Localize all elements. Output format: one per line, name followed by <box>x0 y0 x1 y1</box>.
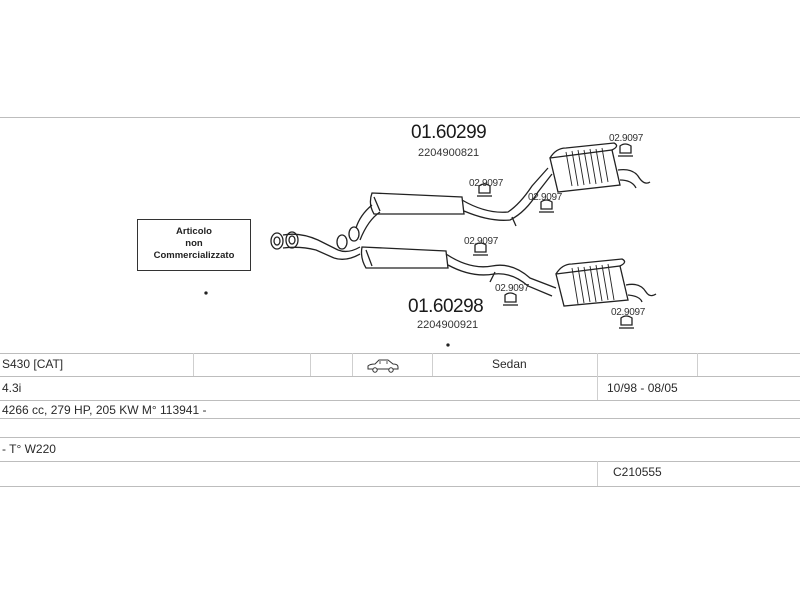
lower-rear-silencer-top <box>555 258 626 275</box>
specs-cell: 4266 cc, 279 HP, 205 KW M° 113941 - <box>2 403 207 417</box>
body-type-cell: Sedan <box>492 357 527 371</box>
divider-4 <box>432 353 433 376</box>
note-line-2: non <box>185 238 203 249</box>
upper-part-number: 01.60299 <box>411 122 487 143</box>
sedan-car-icon <box>367 359 399 373</box>
stray-dot-2 <box>446 343 450 347</box>
upper-rear-silencer-ribs <box>565 147 609 187</box>
clamp-icon-6 <box>619 315 634 329</box>
row-line-1 <box>0 376 800 377</box>
chassis-cell: - T° W220 <box>2 442 56 456</box>
lower-middle-silencer-end <box>365 249 373 267</box>
upper-rear-silencer <box>549 149 621 193</box>
front-pipe <box>282 233 339 259</box>
upper-part-oem: 2204900821 <box>418 147 480 159</box>
hanger-2 <box>489 271 496 283</box>
upper-middle-silencer-end <box>373 196 381 212</box>
years-cell: 10/98 - 08/05 <box>607 381 678 395</box>
not-commercialised-note: Articolo non Commercializzato <box>137 219 251 271</box>
flange-left <box>336 234 348 250</box>
clamp-icon-3 <box>618 143 633 157</box>
lower-rear-silencer <box>555 265 629 307</box>
upper-tailpipe <box>617 168 651 189</box>
lower-link-pipe <box>333 246 361 260</box>
table-top-line <box>0 353 800 354</box>
hanger-1 <box>511 216 517 227</box>
row-line-2 <box>0 400 800 401</box>
frame-top-line <box>0 117 800 118</box>
note-line-1: Articolo <box>176 226 212 237</box>
clamp-label-5: 02.9097 <box>495 283 530 294</box>
clamp-label-2: 02.9097 <box>528 192 563 203</box>
exhaust-diagram <box>204 142 657 347</box>
code-cell: C210555 <box>613 465 662 479</box>
divider-1 <box>193 353 194 376</box>
divider-6 <box>697 353 698 376</box>
stray-dot-1 <box>204 291 208 295</box>
clamp-icon-1 <box>477 183 492 197</box>
lower-middle-silencer <box>360 246 449 269</box>
upper-middle-silencer <box>369 192 465 215</box>
row-line-4 <box>0 437 800 438</box>
model-cell: S430 [CAT] <box>2 357 64 371</box>
clamp-icon-5 <box>503 292 518 306</box>
front-pipe-inlet-left <box>270 232 284 250</box>
divider-5 <box>597 353 598 376</box>
flange-right <box>348 226 360 242</box>
divider-code <box>597 461 598 486</box>
lower-rear-silencer-ribs <box>571 263 615 305</box>
front-pipe-inlet-right-inner <box>288 235 296 245</box>
engine-cell: 4.3i <box>2 381 22 395</box>
lower-part-number: 01.60298 <box>408 296 484 317</box>
clamp-icon-2 <box>539 199 554 213</box>
note-line-3: Commercializzato <box>153 250 235 261</box>
clamp-label-6: 02.9097 <box>611 307 646 318</box>
row-line-3 <box>0 418 800 419</box>
upper-rear-silencer-top <box>549 142 618 159</box>
divider-years <box>597 376 598 400</box>
clamp-label-1: 02.9097 <box>469 178 504 189</box>
front-pipe-inlet-left-inner <box>273 236 281 246</box>
lower-part-oem: 2204900921 <box>417 319 479 331</box>
row-line-5 <box>0 461 800 462</box>
divider-3 <box>352 353 353 376</box>
lower-tailpipe <box>625 283 657 303</box>
divider-2 <box>310 353 311 376</box>
clamp-label-4: 02.9097 <box>464 236 499 247</box>
clamp-icon-4 <box>473 242 488 256</box>
table-bottom-line <box>0 486 800 487</box>
upper-rear-pipe <box>461 167 553 221</box>
clamp-label-3: 02.9097 <box>609 133 644 144</box>
